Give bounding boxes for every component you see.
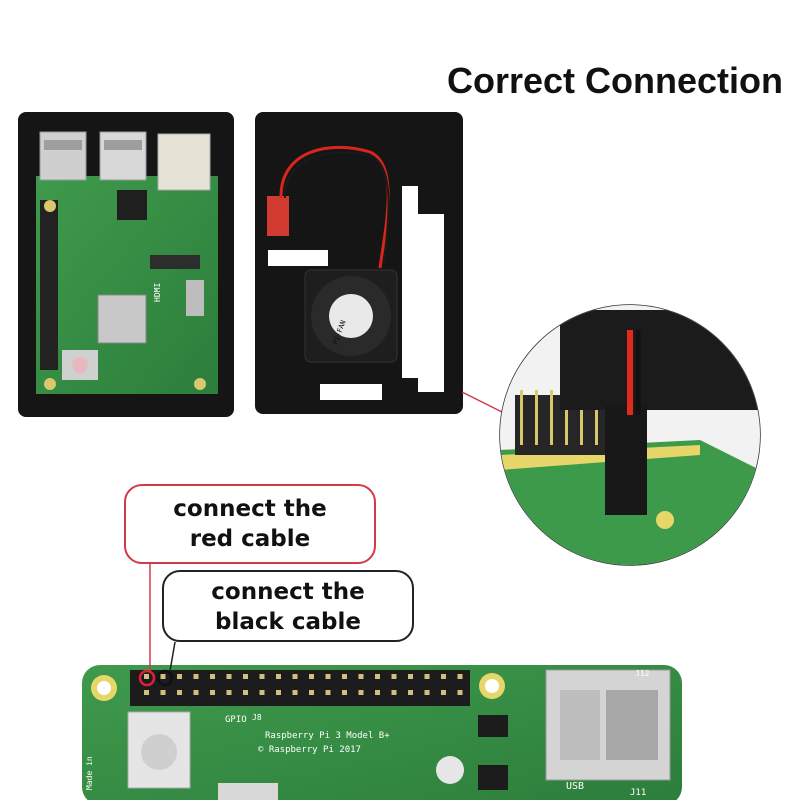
gpio-pin xyxy=(424,690,430,695)
black-cable-callout: connect the black cable xyxy=(162,570,414,642)
gpio-pin xyxy=(276,674,281,679)
gpio-pin xyxy=(243,674,248,679)
model-label: Raspberry Pi 3 Model B+ xyxy=(265,731,390,741)
gpio-pin xyxy=(325,674,331,679)
gpio-pin xyxy=(457,690,463,695)
gpio-pin xyxy=(391,690,397,695)
gpio-label: GPIO xyxy=(225,715,247,725)
page-title: Correct Connection xyxy=(446,60,784,101)
gpio-pin xyxy=(358,674,364,679)
gpio-pin xyxy=(210,674,215,679)
gpio-pin xyxy=(342,674,347,679)
gpio-pin xyxy=(408,674,413,679)
gpio-pin xyxy=(177,674,182,679)
gpio-pin xyxy=(193,674,199,679)
black-callout-line1: connect the xyxy=(211,579,365,605)
red-pin-marker xyxy=(138,669,156,687)
usb-label: USB xyxy=(566,781,584,792)
gpio-pin xyxy=(226,674,232,679)
gpio-pin xyxy=(160,674,166,679)
gpio-pin xyxy=(342,690,347,695)
gpio-pin xyxy=(441,674,446,679)
zoom-detail-connector xyxy=(499,304,761,566)
made-in-label: Made in xyxy=(85,756,94,790)
black-callout-line xyxy=(169,641,176,672)
gpio-pin xyxy=(193,690,199,695)
j12-label: J12 xyxy=(635,669,650,678)
gpio-pin xyxy=(375,674,380,679)
gpio-pin xyxy=(226,690,232,695)
gpio-pin xyxy=(408,690,413,695)
gpio-pin xyxy=(358,690,364,695)
gpio-pin xyxy=(243,690,248,695)
copyright-label: © Raspberry Pi 2017 xyxy=(258,745,361,755)
gpio-pin xyxy=(259,690,265,695)
gpio-pin xyxy=(375,690,380,695)
black-callout-line2: black cable xyxy=(215,609,361,635)
gpio-pin xyxy=(292,674,298,679)
gpio-pin xyxy=(325,690,331,695)
gpio-pin xyxy=(160,690,166,695)
board-closeup: GPIO J8 Raspberry Pi 3 Model B+ © Raspbe… xyxy=(82,665,682,800)
j8-label: J8 xyxy=(252,713,262,722)
gpio-pin xyxy=(309,674,314,679)
gpio-pin xyxy=(309,690,314,695)
gpio-pin xyxy=(292,690,298,695)
hdmi-label: HDMI xyxy=(153,283,162,302)
red-cable-callout: connect the red cable xyxy=(124,484,376,564)
red-callout-line2: red cable xyxy=(189,526,311,552)
gpio-pin xyxy=(144,690,149,695)
red-callout-line1: connect the xyxy=(173,496,327,522)
gpio-pin xyxy=(259,674,265,679)
gpio-pin xyxy=(441,690,446,695)
case-lid-with-fan xyxy=(255,112,463,414)
gpio-pin xyxy=(210,690,215,695)
gpio-pin xyxy=(424,674,430,679)
gpio-pin xyxy=(391,674,397,679)
gpio-pin xyxy=(177,690,182,695)
gpio-pin xyxy=(144,674,149,679)
case-with-board xyxy=(18,112,234,417)
zoom-leader-line xyxy=(461,391,503,413)
gpio-pin xyxy=(276,690,281,695)
gpio-pin xyxy=(457,674,463,679)
j11-label: J11 xyxy=(630,788,646,798)
black-pin-marker xyxy=(156,669,174,687)
